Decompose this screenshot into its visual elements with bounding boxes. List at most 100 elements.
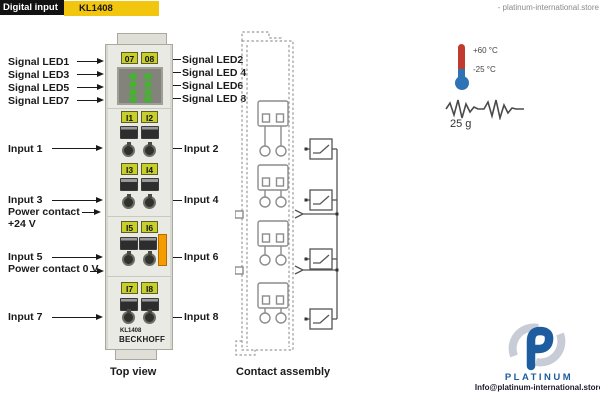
label-input-7: Input 7 [8,311,43,323]
temp-max-label: +60 °C [473,46,498,55]
category-header: Digital input [0,0,64,15]
arrow-input-3 [52,196,103,203]
platinum-logo-icon [508,323,566,371]
led-8 [145,97,151,102]
shock-rating-label: 25 g [450,118,472,130]
arrow-signal-led4 [165,68,181,75]
arrow-signal-led2 [165,55,181,62]
watermark-contact-email: Info@platinum-international.store [474,383,600,392]
clamp-slot [120,178,138,191]
assembly-outline [241,40,294,351]
arrow-power-contact-24v [82,208,101,215]
label-signal-led5: Signal LED5 [8,82,70,94]
led-2 [145,74,151,79]
arrow-signal-led8 [165,94,181,101]
terminal-label-i1: I1 [121,111,138,123]
terminal-model-text: KL1408 [120,328,142,334]
led-7 [130,97,136,102]
arrow-input-1 [52,144,103,151]
contact-circle [275,145,287,157]
clamp-symbol [261,233,271,243]
arrow-input-8 [165,313,182,320]
arrow-power-contact-0v [90,267,104,274]
led-4 [145,82,151,87]
label-input-4: Input 4 [184,194,219,206]
platinum-logo-wordmark: PLATINUM [504,372,574,383]
thermometer-stem [458,44,465,81]
switch-symbol-box [309,138,333,160]
arrow-signal-led7 [77,96,104,103]
label-signal-led4: Signal LED 4 [182,67,247,79]
arrow-input-2 [165,144,182,151]
label-input-5: Input 5 [8,251,43,263]
led-1 [130,74,136,79]
contact-circle [275,254,287,266]
watermark-top-text: - platinum-international.store [497,3,599,12]
label-input-2: Input 2 [184,143,219,155]
terminal-label-i6: I6 [141,221,158,233]
terminal-label-07: 07 [121,52,138,64]
power-contact-blade [158,234,167,266]
contact-hole [143,251,156,266]
clamp-slot [141,126,159,139]
label-signal-led3: Signal LED3 [8,69,70,81]
label-power-contact-0v: Power contact 0 V [8,263,99,275]
clamp-symbol [275,295,285,305]
terminal-seam [107,276,171,277]
junction-dot [304,147,308,151]
label-input-3: Input 3 [8,194,43,206]
contact-circle [259,196,271,208]
model-header: KL1408 [64,1,159,16]
fork-contact [294,265,305,275]
clamp-symbol [275,177,285,187]
thermometer-bulb [455,76,469,90]
label-signal-led2: Signal LED2 [182,54,244,66]
arrow-signal-led3 [77,70,104,77]
clamp-slot [141,178,159,191]
assembly-top-notch [241,31,282,41]
clamp-slot [139,237,157,250]
power-contact-tab [235,210,244,219]
contact-circle [275,312,287,324]
led-window [117,67,163,105]
terminal-label-i2: I2 [141,111,158,123]
terminal-label-i4: I4 [141,163,158,175]
terminal-seam [107,108,171,109]
contact-hole [122,309,135,324]
caption-contact-assembly: Contact assembly [236,366,331,378]
contact-hole [143,309,156,324]
clamp-symbol [261,295,271,305]
led-5 [130,90,136,95]
junction-dot [304,198,308,202]
label-signal-led1: Signal LED1 [8,56,70,68]
arrow-input-4 [165,196,182,203]
arrow-input-7 [52,313,103,320]
terminal-label-i8: I8 [141,282,158,294]
contact-hole [122,194,135,209]
contact-circle [259,312,271,324]
terminal-label-i7: I7 [121,282,138,294]
arrow-signal-led1 [77,57,104,64]
contact-hole [122,142,135,157]
label-power-contact-24v: Power contact [8,206,80,218]
caption-top-view: Top view [110,366,157,378]
terminal-label-08: 08 [141,52,158,64]
clamp-symbol [275,233,285,243]
temperature-range-icon [452,40,496,96]
terminal-label-i5: I5 [121,221,138,233]
terminal-seam [107,216,171,217]
junction-dot [335,268,339,272]
label-signal-led6: Signal LED6 [182,80,244,92]
label-signal-led8: Signal LED 8 [182,93,247,105]
terminal-label-i3: I3 [121,163,138,175]
contact-hole [143,194,156,209]
junction-dot [335,212,339,216]
label-input-8: Input 8 [184,311,219,323]
contact-assembly-diagram [235,31,339,356]
junction-dot [304,317,308,321]
beckhoff-logo-text: BECKHOFF [119,335,166,344]
led-6 [145,90,151,95]
arrow-signal-led6 [165,81,181,88]
label-input-1: Input 1 [8,143,43,155]
